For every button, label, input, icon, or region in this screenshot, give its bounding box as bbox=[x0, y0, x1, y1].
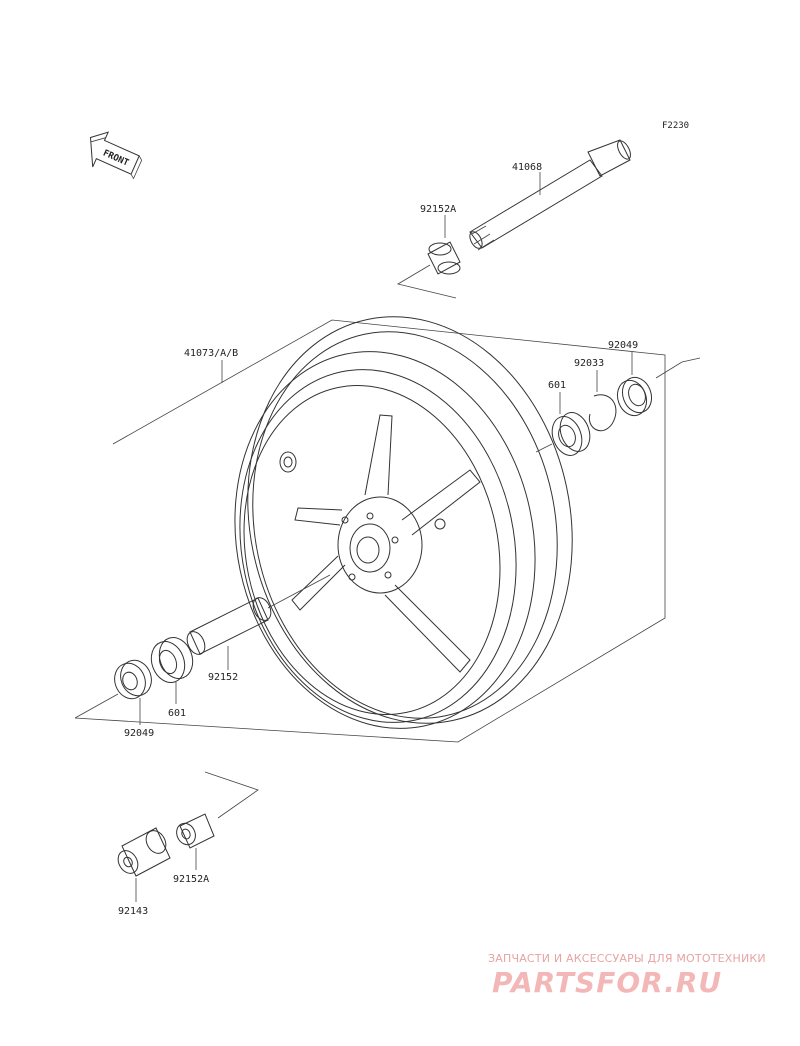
seal-right bbox=[616, 376, 653, 417]
label-axle: 41068 bbox=[512, 162, 542, 173]
bearing-right bbox=[551, 412, 591, 456]
label-spacer: 92152 bbox=[208, 672, 238, 683]
label-bearing-left: 601 bbox=[168, 708, 186, 719]
front-arrow-icon: FRONT bbox=[89, 131, 143, 180]
circlip bbox=[588, 394, 617, 432]
label-circlip: 92033 bbox=[574, 358, 604, 369]
watermark-tagline: ЗАПЧАСТИ И АКСЕССУАРЫ ДЛЯ МОТОТЕХНИКИ bbox=[488, 952, 766, 965]
wheel-box-outline bbox=[74, 319, 666, 743]
label-sleeve: 92143 bbox=[118, 906, 148, 917]
label-collar-bottom: 92152A bbox=[173, 874, 209, 885]
label-seal-right: 92049 bbox=[608, 340, 638, 351]
spacer bbox=[186, 597, 272, 655]
front-arrow-label: FRONT bbox=[101, 148, 130, 168]
label-seal-left: 92049 bbox=[124, 728, 154, 739]
seal-left bbox=[114, 659, 152, 700]
axle bbox=[469, 139, 631, 251]
front-wheel bbox=[234, 316, 573, 729]
label-collar-top: 92152A bbox=[420, 204, 456, 215]
label-wheel: 41073/A/B bbox=[184, 348, 238, 359]
collar-top bbox=[427, 241, 461, 275]
watermark-brand[interactable]: PARTSFOR.RU bbox=[492, 966, 723, 999]
bearing-left bbox=[150, 637, 194, 683]
sleeve bbox=[117, 827, 171, 877]
collar-bottom bbox=[176, 813, 215, 849]
label-bearing-right: 601 bbox=[548, 380, 566, 391]
reference-code: F2230 bbox=[662, 121, 689, 131]
